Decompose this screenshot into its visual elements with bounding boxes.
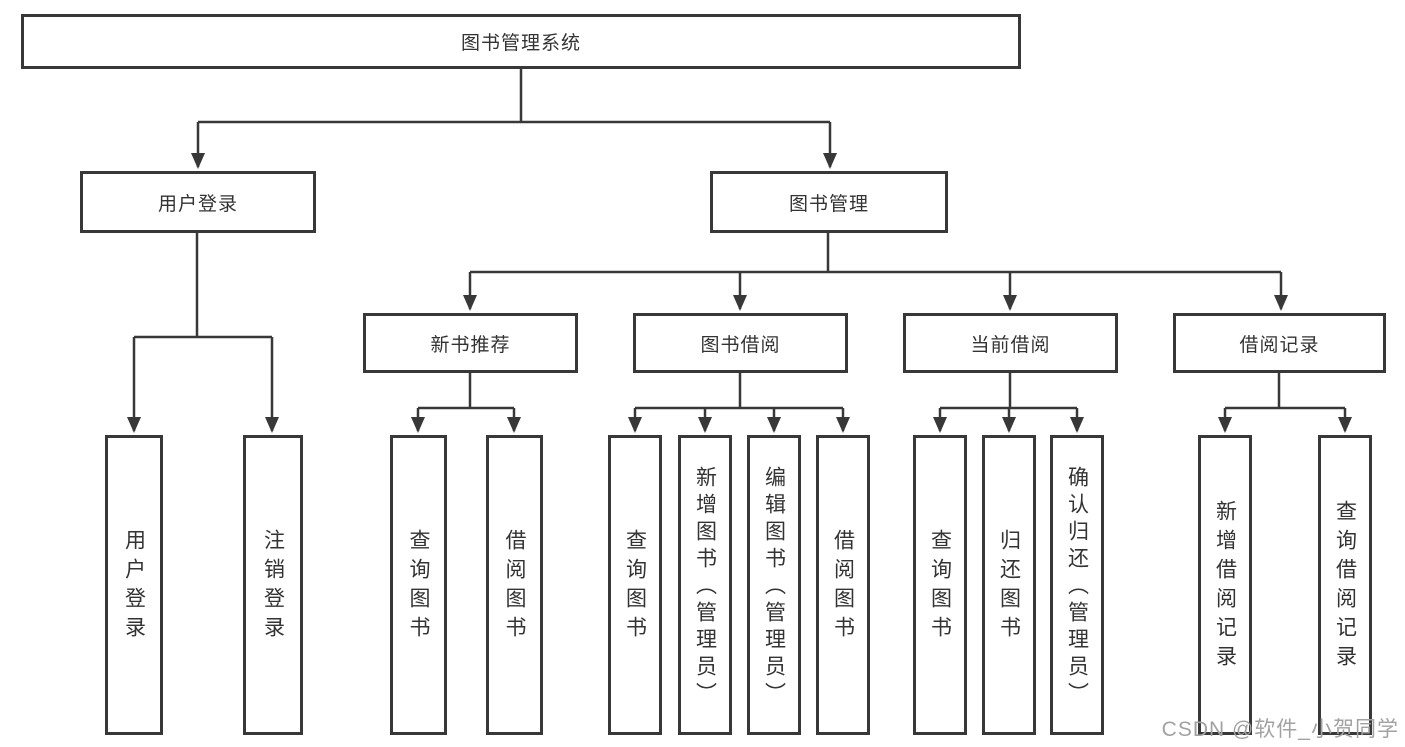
node-current-borrowing: 当前借阅 [903,313,1118,373]
node-leaf-borrow-books-2: 借阅图书 [816,435,870,735]
node-label: 用户登录 [157,193,238,215]
node-label: 用户登录 [122,529,146,645]
node-leaf-query-borrow-record: 查询借阅记录 [1318,435,1372,735]
node-leaf-add-book-admin: 新增图书（管理员） [678,435,732,735]
node-leaf-borrow-books-1: 借阅图书 [486,435,543,735]
node-user-login: 用户登录 [80,171,316,233]
node-label: 归还图书 [997,529,1021,645]
node-new-book-recommendation: 新书推荐 [363,313,578,373]
node-label: 注销登录 [261,529,285,645]
node-leaf-query-books-2: 查询图书 [608,435,662,735]
node-leaf-query-books-3: 查询图书 [913,435,967,735]
node-leaf-return-book: 归还图书 [982,435,1036,735]
node-leaf-logout: 注销登录 [243,435,303,735]
node-library-management-system: 图书管理系统 [21,14,1021,69]
node-book-borrowing: 图书借阅 [633,313,848,373]
node-label: 图书管理 [788,193,869,215]
node-label: 借阅图书 [503,529,526,645]
node-label: 当前借阅 [970,334,1051,356]
node-label: 借阅记录 [1239,334,1320,356]
node-borrowing-records: 借阅记录 [1173,313,1386,373]
node-leaf-confirm-return-admin: 确认归还（管理员） [1050,435,1104,735]
node-label: 新增图书（管理员） [693,465,717,709]
node-label: 借阅图书 [831,529,855,645]
node-leaf-user-login: 用户登录 [105,435,163,735]
node-label: 查询图书 [928,529,952,645]
node-label: 图书管理系统 [460,33,581,54]
node-label: 新增借阅记录 [1213,500,1237,674]
node-label: 查询借阅记录 [1333,500,1357,674]
node-label: 编辑图书（管理员） [762,465,786,709]
node-label: 图书借阅 [700,334,781,356]
node-book-management: 图书管理 [710,171,948,233]
node-label: 查询图书 [623,529,647,645]
node-label: 查询图书 [407,529,430,645]
csdn-watermark: CSDN @软件_小贺同学 [1161,718,1399,741]
node-leaf-query-books-1: 查询图书 [390,435,447,735]
node-leaf-edit-book-admin: 编辑图书（管理员） [747,435,801,735]
node-leaf-add-borrow-record: 新增借阅记录 [1198,435,1252,735]
node-label: 新书推荐 [430,334,511,356]
node-label: 确认归还（管理员） [1065,465,1089,709]
